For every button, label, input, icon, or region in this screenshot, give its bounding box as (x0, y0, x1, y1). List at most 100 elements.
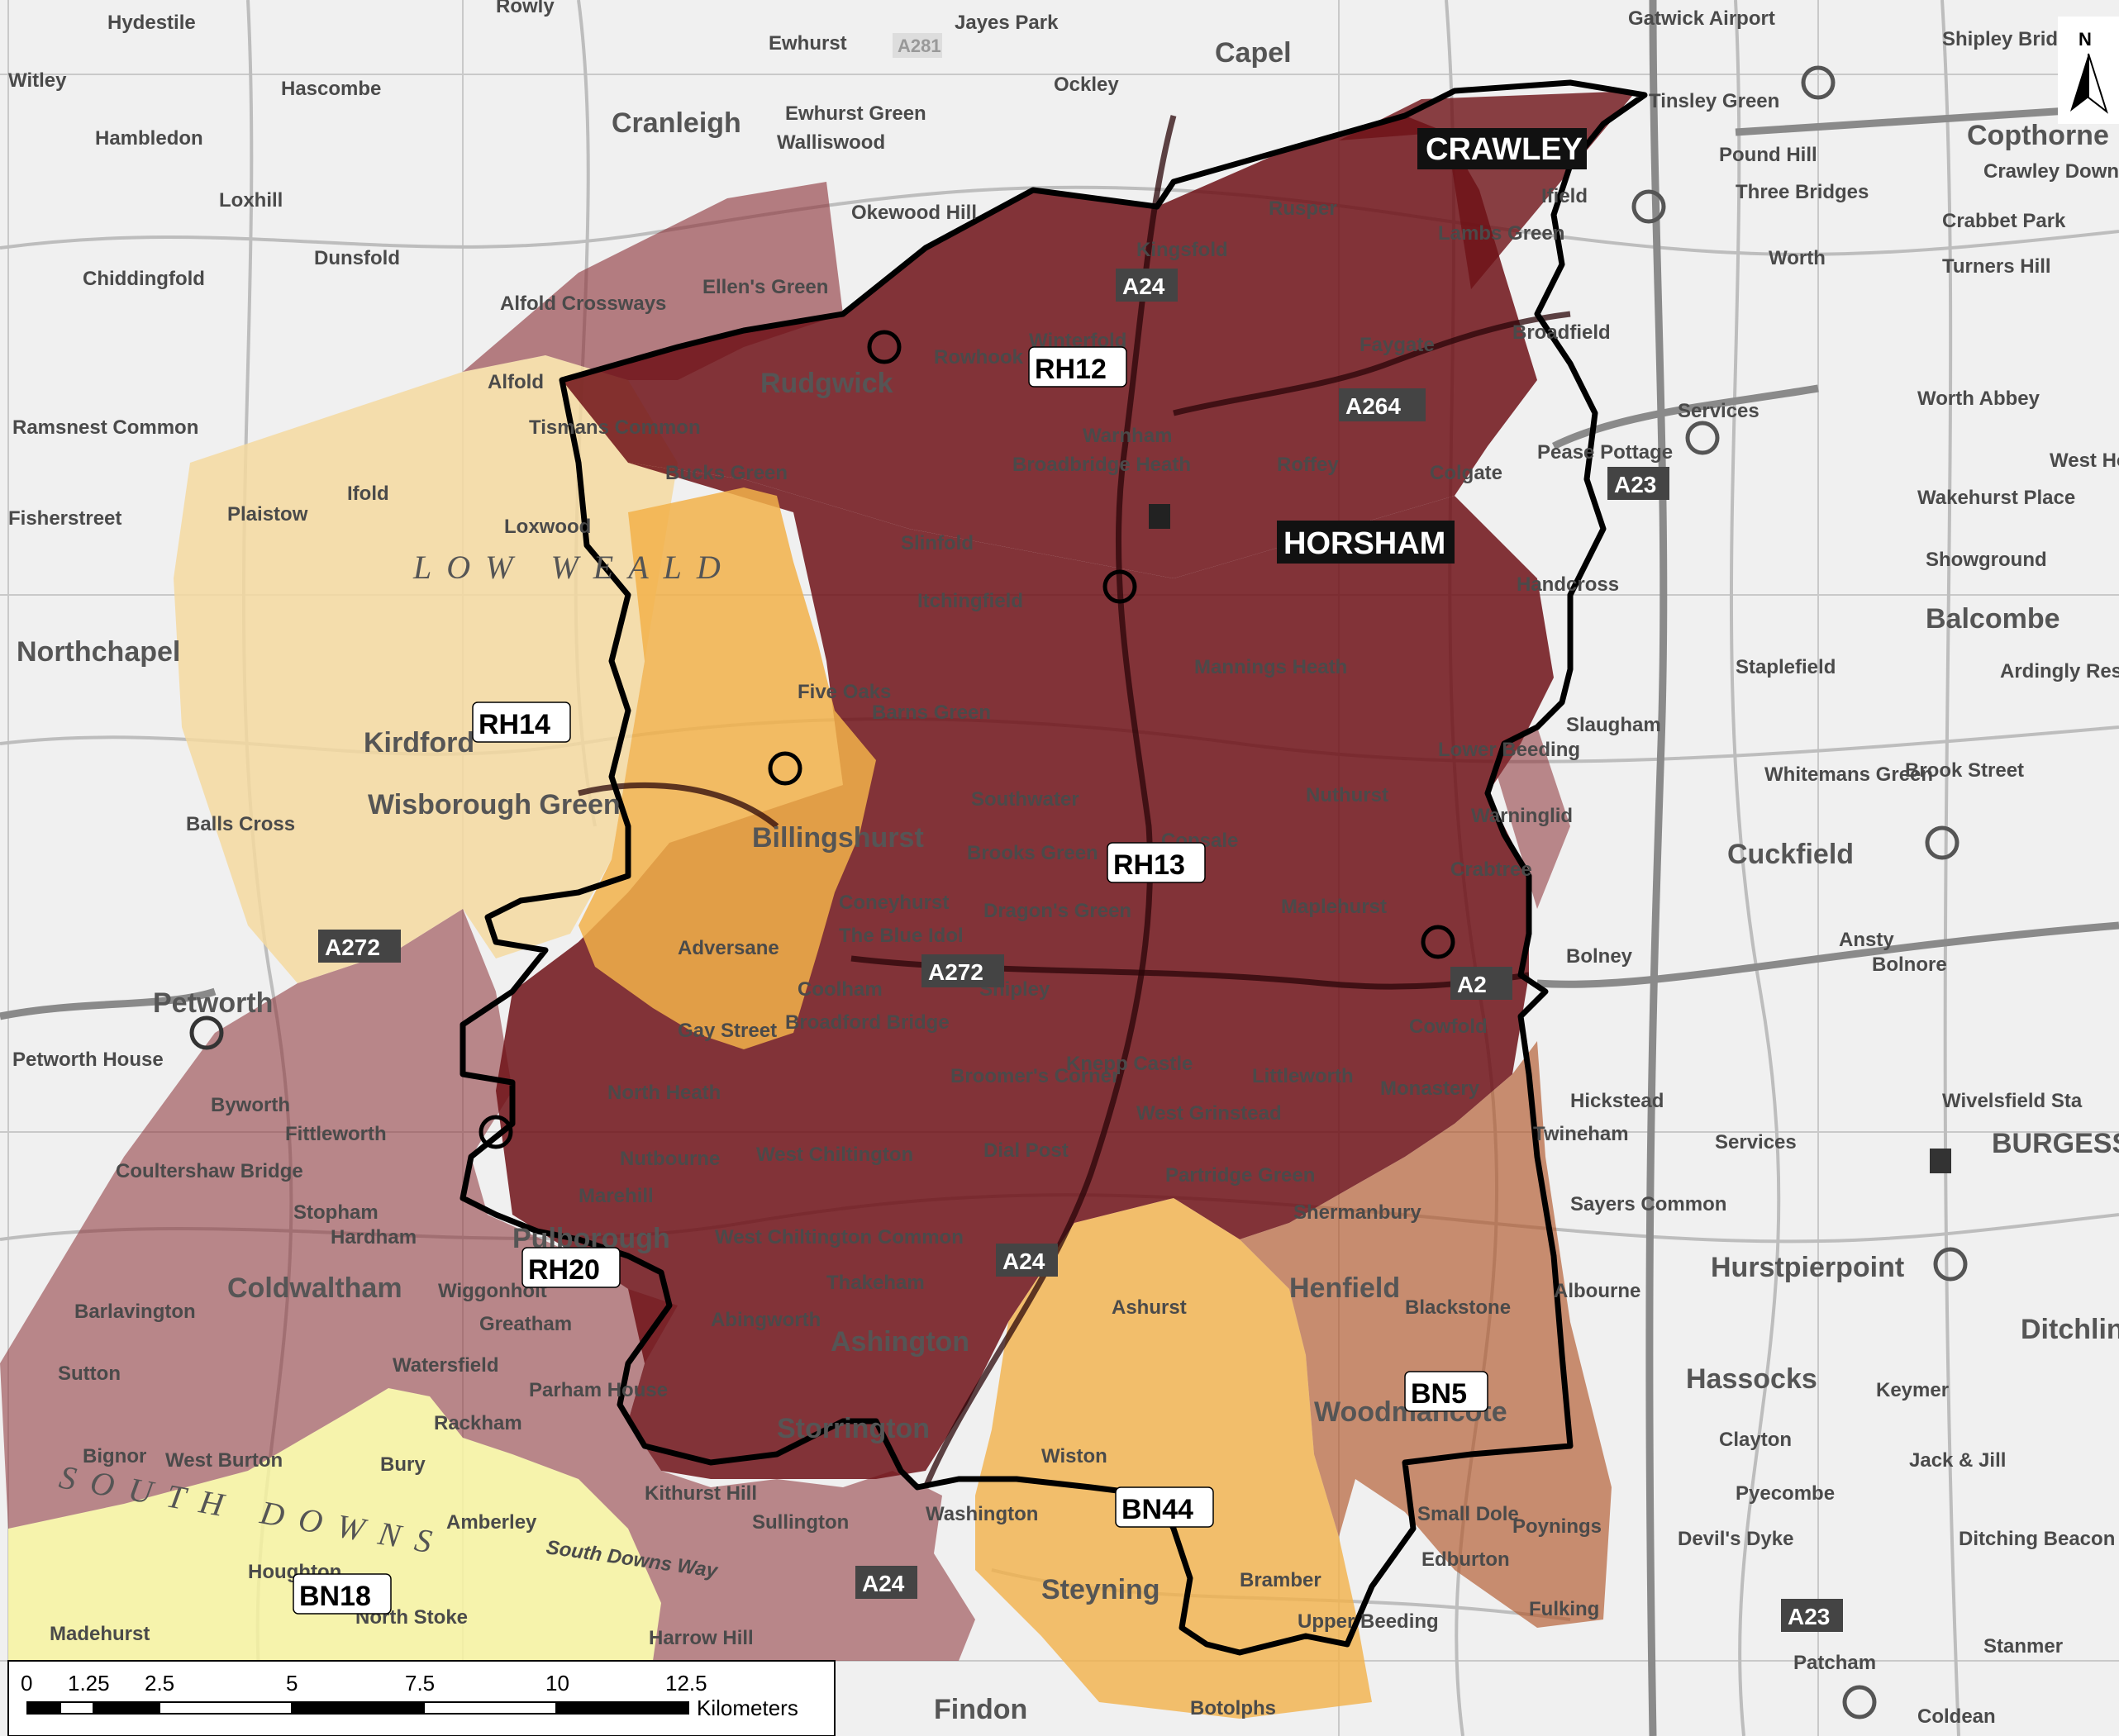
place-label: Broadbridge Heath (1012, 454, 1191, 476)
place-label: Clayton (1719, 1429, 1792, 1451)
place-label: Cowfold (1409, 1015, 1488, 1038)
place-label: Botolphs (1190, 1697, 1276, 1719)
district-rh20[interactable] (0, 909, 975, 1661)
place-label: Ifield (1541, 185, 1588, 207)
place-label: Gatwick Airport (1628, 7, 1775, 30)
road-shield-label: A272 (928, 959, 983, 985)
postcode-label-text: RH13 (1113, 849, 1185, 881)
place-label: Wakehurst Place (1917, 487, 2075, 509)
place-label: Ifold (347, 483, 389, 505)
road-shield-label: A23 (1788, 1604, 1830, 1629)
place-label: Sutton (58, 1363, 121, 1385)
tourist-info-icon (1149, 504, 1170, 529)
area-label-low-weald: LOW WEALD (412, 549, 736, 586)
place-label: Shermanbury (1293, 1201, 1421, 1224)
district-bn5[interactable] (1240, 1041, 1612, 1628)
road-shield-a24-south: A24 (996, 1244, 1058, 1277)
place-label: Southwater (971, 788, 1079, 811)
scale-tick-label: 12.5 (665, 1671, 707, 1696)
place-label: Bolnore (1872, 954, 1947, 976)
place-label: Chiddingfold (83, 268, 205, 290)
road-shield-label: A24 (862, 1571, 905, 1596)
place-label: Twineham (1533, 1123, 1629, 1145)
place-label: Madehurst (50, 1623, 150, 1645)
scale-bar: 0 1.25 2.5 5 7.5 10 12.5 Kilometers (7, 1660, 836, 1736)
place-label: Bolney (1566, 945, 1633, 968)
place-label: Barlavington (74, 1301, 196, 1323)
place-label: Fittleworth (285, 1123, 387, 1145)
roundabout-icon (189, 1015, 224, 1050)
place-label: Loxhill (219, 189, 283, 212)
place-label: Parham House (529, 1379, 668, 1401)
postcode-label-text: RH12 (1035, 354, 1107, 385)
north-arrow-label: N (2079, 29, 2092, 50)
place-label: Ockley (1054, 74, 1119, 96)
place-label: Adversane (678, 937, 779, 959)
district-rh13-east-extent (1488, 727, 1570, 909)
place-label: Monastery (1380, 1077, 1480, 1100)
place-label: Slinfold (901, 532, 974, 554)
place-label: Broadford Bridge (785, 1011, 950, 1034)
district-rh14[interactable] (174, 355, 678, 983)
place-label: Steyning (1041, 1574, 1160, 1605)
place-label: Jack & Jill (1909, 1449, 2006, 1472)
place-label: Sayers Common (1570, 1193, 1726, 1215)
place-label: Stopham (293, 1201, 379, 1224)
map-symbols (189, 65, 1968, 1719)
place-label: Crabbet Park (1942, 210, 2066, 232)
road-shield-a2-cowfold: A2 (1450, 967, 1512, 1000)
place-label: Cuckfield (1727, 839, 1854, 870)
tourist-info-icon (1930, 1149, 1951, 1173)
place-label: Capel (1215, 37, 1292, 69)
postcode-label-rh14[interactable]: RH14 (472, 702, 571, 743)
place-label: Wivelsfield Sta (1942, 1090, 2083, 1112)
place-label: Partridge Green (1165, 1164, 1315, 1187)
roundabout-icon (1102, 569, 1137, 604)
place-label: Coneyhurst (839, 892, 949, 914)
place-label: Turners Hill (1942, 255, 2051, 278)
postcode-label-bn18[interactable]: BN18 (293, 1573, 392, 1615)
place-label: Rackham (434, 1412, 522, 1434)
place-label: Balcombe (1926, 603, 2060, 635)
place-label: Findon (934, 1694, 1027, 1725)
roundabout-icon (1421, 925, 1455, 959)
postcode-label-rh13[interactable]: RH13 (1107, 842, 1206, 883)
place-label: Kingsfold (1136, 239, 1228, 261)
town-label-crawley-text: CRAWLEY (1426, 132, 1583, 167)
place-label: Dunsfold (314, 247, 400, 269)
district-rh14-billingshurst-zone[interactable] (579, 488, 876, 1049)
place-label: Fulking (1529, 1598, 1599, 1620)
scale-bar-unit: Kilometers (697, 1696, 798, 1720)
roundabout-icon (1925, 825, 1959, 860)
place-label: Showground (1926, 549, 2047, 571)
road-shield-a24-north: A24 (1116, 269, 1178, 302)
district-bn44[interactable] (975, 1198, 1372, 1719)
place-label: Hydestile (107, 12, 196, 34)
road-shield-a281: A281 (893, 33, 942, 58)
place-labels: Hydestile Witley Hascombe Hambledon Loxh… (8, 0, 2119, 1728)
place-label: Barns Green (872, 702, 991, 724)
place-label: Hurstpierpoint (1711, 1252, 1904, 1283)
postcode-label-bn44[interactable]: BN44 (1115, 1486, 1214, 1528)
place-label: North Heath (607, 1082, 721, 1104)
road-shield-label: A24 (1122, 273, 1165, 299)
postcode-label-rh12[interactable]: RH12 (1028, 346, 1127, 388)
place-label: Ansty (1839, 929, 1894, 951)
scale-tick-label: 5 (286, 1671, 298, 1696)
scale-tick-label: 0 (21, 1671, 32, 1696)
postcode-label-bn5[interactable]: BN5 (1404, 1371, 1488, 1412)
place-label: Small Dole (1417, 1503, 1519, 1525)
place-label: Balls Cross (186, 813, 295, 835)
place-label: Alfold (488, 371, 544, 393)
postcode-label-rh20[interactable]: RH20 (521, 1247, 621, 1288)
place-label: Poynings (1512, 1515, 1602, 1538)
place-label: Staplefield (1736, 656, 1836, 678)
place-label: Devil's Dyke (1678, 1528, 1793, 1550)
district-bn18[interactable] (8, 1388, 661, 1661)
place-label: Knepp Castle (1066, 1053, 1193, 1075)
road-shield-label: A24 (1002, 1248, 1045, 1274)
place-label: Upper Beeding (1298, 1610, 1439, 1633)
place-label: Northchapel (17, 636, 180, 668)
place-label: Petworth (153, 987, 273, 1019)
